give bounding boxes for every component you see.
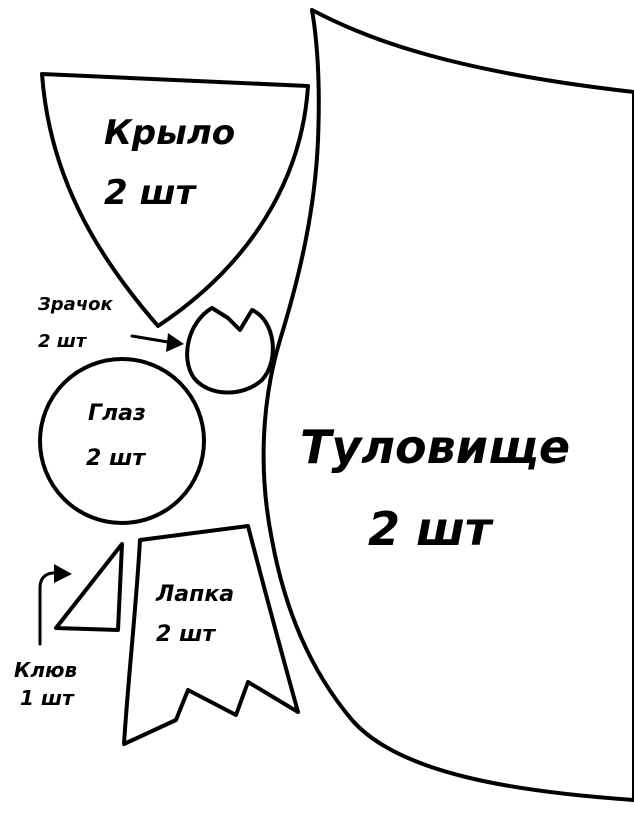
wing-label: Крыло bbox=[104, 116, 235, 150]
eye-piece-outline bbox=[38, 357, 206, 525]
beak-qty: 1 шт bbox=[20, 688, 74, 708]
wing-name: Крыло bbox=[104, 113, 236, 153]
eye-label: Глаз bbox=[88, 403, 146, 425]
foot-qty-text: 2 шт bbox=[156, 622, 216, 647]
pupil-arrow-head bbox=[166, 333, 184, 352]
body-label: Туловище bbox=[300, 424, 570, 470]
beak-qty-text: 1 шт bbox=[20, 686, 74, 710]
pupil-piece-outline bbox=[185, 306, 275, 395]
pupil-name: Зрачок bbox=[38, 294, 113, 315]
beak-piece-outline bbox=[54, 542, 124, 632]
body-qty: 2 шт bbox=[368, 506, 492, 552]
pupil-qty-text: 2 шт bbox=[38, 331, 87, 352]
beak-name: Клюв bbox=[14, 658, 78, 682]
eye-qty: 2 шт bbox=[86, 448, 145, 470]
beak-arrow-head bbox=[54, 564, 72, 583]
wing-qty: 2 шт bbox=[104, 176, 195, 210]
pupil-label: Зрачок bbox=[38, 296, 113, 314]
body-piece-outline bbox=[261, 8, 634, 802]
eye-qty-text: 2 шт bbox=[86, 446, 146, 471]
foot-piece-outline bbox=[122, 524, 300, 746]
foot-name: Лапка bbox=[156, 582, 235, 607]
pupil-qty: 2 шт bbox=[38, 333, 86, 351]
beak-arrow bbox=[38, 571, 60, 646]
body-qty-text: 2 шт bbox=[368, 502, 492, 556]
body-name: Туловище bbox=[300, 420, 571, 474]
wing-piece-outline bbox=[40, 72, 310, 328]
beak-label: Клюв bbox=[14, 660, 77, 680]
foot-label: Лапка bbox=[156, 584, 234, 606]
wing-qty-text: 2 шт bbox=[104, 173, 196, 213]
pupil-arrow bbox=[130, 334, 176, 345]
eye-name: Глаз bbox=[88, 401, 146, 426]
foot-qty: 2 шт bbox=[156, 624, 215, 646]
